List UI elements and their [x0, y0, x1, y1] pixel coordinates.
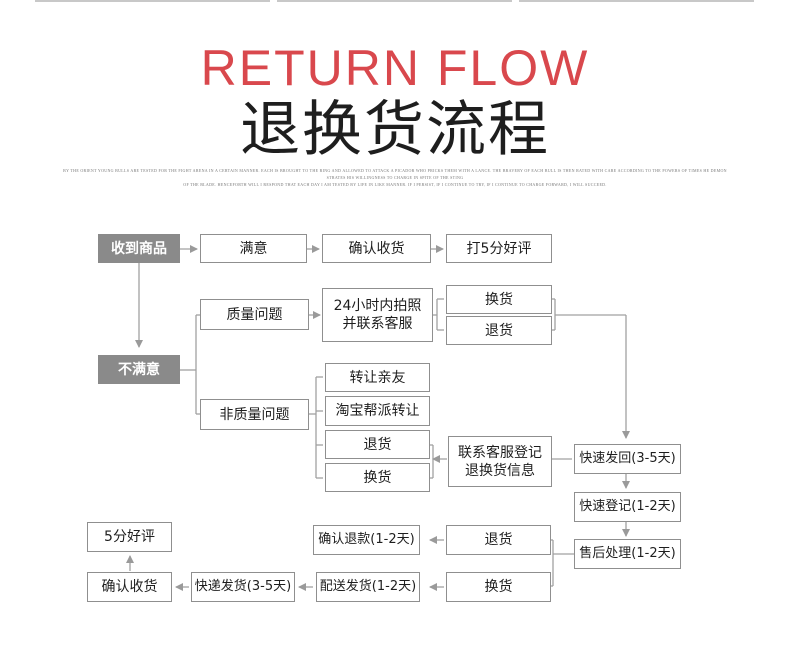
- node-contact-24h: 24小时内拍照 并联系客服: [322, 288, 433, 342]
- fine-print-line-1: BY THE ORIENT YOUNG BULLS ARE TESTED FOR…: [63, 168, 727, 173]
- top-divider-right: [519, 0, 754, 2]
- node-after-sales: 售后处理(1-2天): [574, 539, 681, 569]
- title-english: RETURN FLOW: [200, 40, 590, 96]
- node-rate-5: 打5分好评: [446, 234, 552, 263]
- node-express-return: 快速发回(3-5天): [574, 444, 681, 474]
- node-return-non-quality: 退货: [325, 430, 430, 459]
- node-confirm-refund: 确认退款(1-2天): [313, 525, 420, 555]
- node-non-quality-issue: 非质量问题: [200, 399, 309, 430]
- node-taobao-transfer: 淘宝帮派转让: [325, 396, 430, 426]
- node-fast-register: 快速登记(1-2天): [574, 492, 681, 522]
- node-rate-5-bottom: 5分好评: [87, 522, 172, 552]
- node-confirm-receipt-bottom: 确认收货: [87, 572, 172, 602]
- title-chinese: 退换货流程: [240, 95, 550, 165]
- node-express-ship: 快递发货(3-5天): [191, 572, 295, 602]
- node-transfer-friends: 转让亲友: [325, 363, 430, 392]
- fine-print-line-2: STRATES HIS WILLINGNESS TO CHARGE IN SPI…: [326, 175, 464, 180]
- top-divider-center: [277, 0, 512, 2]
- top-divider-left: [35, 0, 270, 2]
- node-received: 收到商品: [98, 234, 180, 263]
- node-return-quality: 退货: [446, 316, 552, 345]
- node-confirm-receipt-top: 确认收货: [322, 234, 431, 263]
- node-delivery-ship: 配送发货(1-2天): [316, 572, 420, 602]
- node-satisfied: 满意: [200, 234, 307, 263]
- node-quality-issue: 质量问题: [200, 299, 309, 330]
- node-exchange-return: 换货: [446, 572, 551, 602]
- node-exchange-quality: 换货: [446, 285, 552, 314]
- node-contact-register: 联系客服登记 退换货信息: [448, 436, 552, 487]
- node-refund-return: 退货: [446, 525, 551, 555]
- fine-print-line-3: OF THE BLADE. HENCEFORTH WILL I RESPOND …: [183, 182, 607, 187]
- node-unsatisfied: 不满意: [98, 355, 180, 384]
- node-exchange-non-quality: 换货: [325, 463, 430, 492]
